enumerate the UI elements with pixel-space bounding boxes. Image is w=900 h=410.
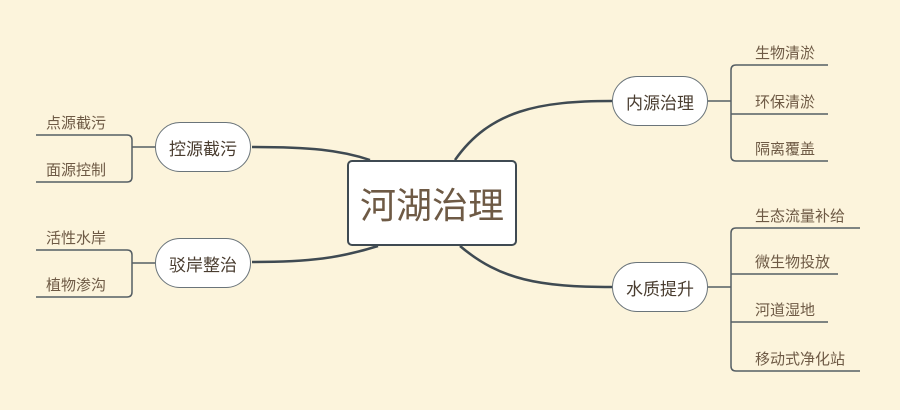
- bracket-water: [708, 227, 860, 372]
- leaf[interactable]: 生物清淤: [755, 44, 816, 62]
- topic-bank[interactable]: 驳岸整治: [155, 238, 251, 288]
- bracket-bank: [36, 249, 155, 298]
- leaf[interactable]: 点源截污: [46, 114, 107, 132]
- connector-source: [251, 145, 371, 162]
- connector-bank: [251, 244, 379, 264]
- topic-water[interactable]: 水质提升: [612, 262, 708, 312]
- leaf[interactable]: 活性水岸: [46, 229, 107, 247]
- leaf[interactable]: 生态流量补给: [755, 207, 846, 225]
- leaf[interactable]: 河道湿地: [755, 301, 816, 319]
- central-topic[interactable]: 河湖治理: [347, 160, 517, 246]
- leaf[interactable]: 环保清淤: [755, 93, 816, 111]
- leaf[interactable]: 微生物投放: [755, 253, 831, 271]
- bracket-source: [36, 134, 155, 183]
- leaf[interactable]: 面源控制: [46, 161, 107, 179]
- leaf[interactable]: 移动式净化站: [755, 350, 846, 368]
- topic-inner[interactable]: 内源治理: [612, 76, 708, 126]
- leaf[interactable]: 植物渗沟: [46, 276, 107, 294]
- connector-inner: [453, 99, 613, 161]
- bracket-inner: [708, 64, 828, 162]
- topic-source[interactable]: 控源截污: [155, 122, 251, 172]
- leaf[interactable]: 隔离覆盖: [755, 140, 816, 158]
- connector-water: [459, 245, 613, 289]
